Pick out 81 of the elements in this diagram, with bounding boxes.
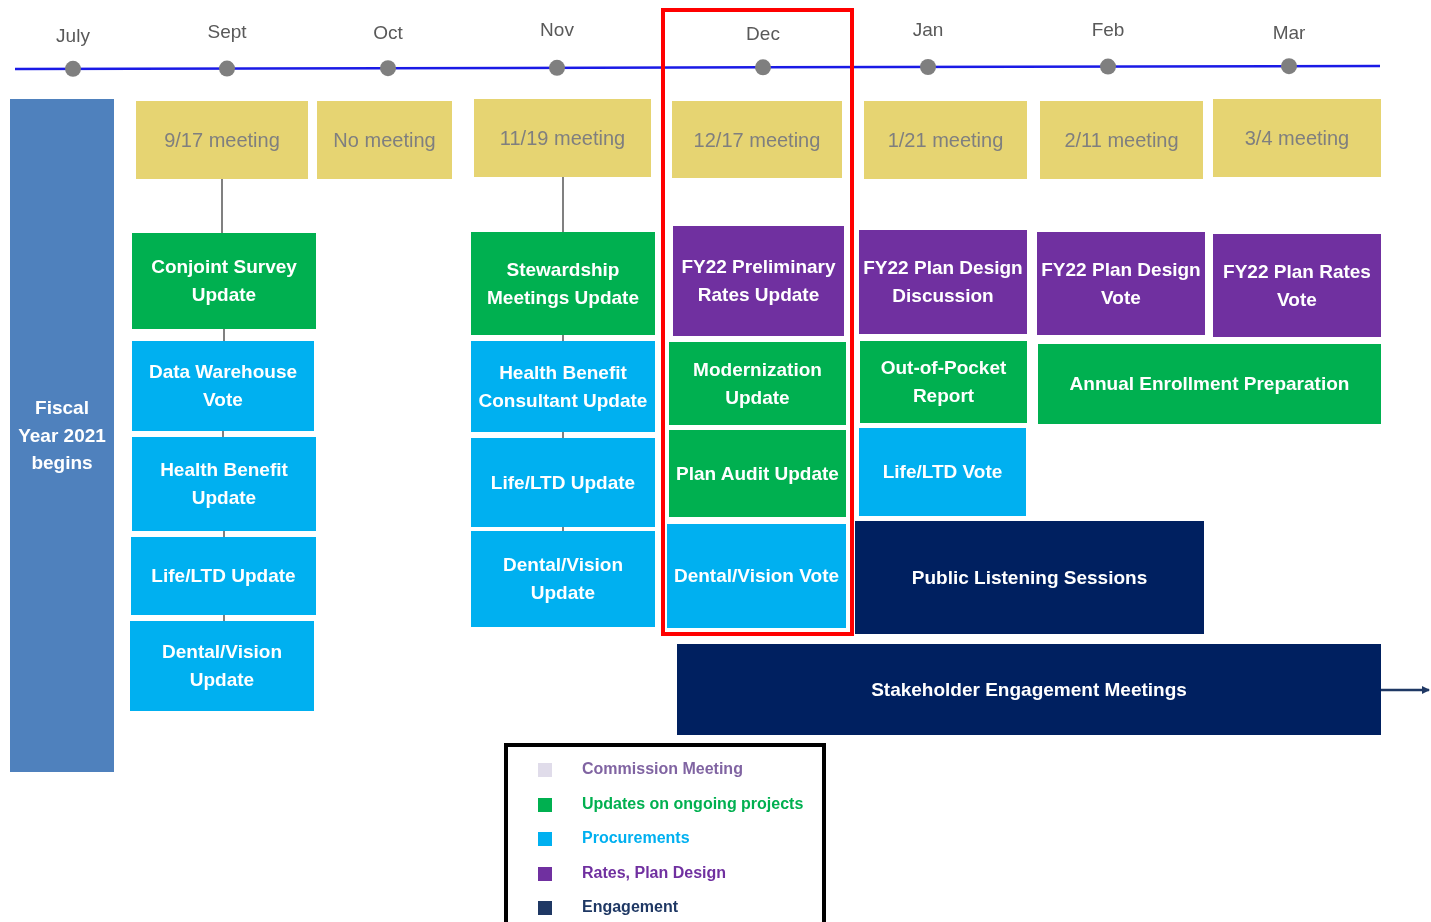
update-box <box>1038 344 1381 424</box>
update-box <box>860 341 1027 423</box>
box-text: FY22 Preliminary Rates Update <box>680 255 837 307</box>
legend-label: Commission Meeting <box>582 760 743 778</box>
engagement-box <box>677 644 1381 735</box>
box-text: 3/4 meeting <box>1243 126 1351 151</box>
procurement-box <box>131 537 316 615</box>
box-text: FY22 Plan Design Discussion <box>863 256 1023 308</box>
box-text: Health Benefit Update <box>159 458 289 510</box>
box-text: Fiscal Year 2021 begins <box>17 396 107 476</box>
connector-line <box>223 328 225 342</box>
engagement-box <box>855 521 1204 634</box>
connector-line <box>223 614 225 622</box>
legend-label: Updates on ongoing projects <box>582 794 804 813</box>
box-text: Data Warehouse Vote <box>147 360 299 412</box>
box-text: FY22 Plan Design Vote <box>1041 257 1201 310</box>
month-label: Oct <box>373 22 403 44</box>
box-text: Stewardship Meetings Update <box>486 257 640 310</box>
connector-line <box>222 430 224 438</box>
connector-line <box>562 334 564 342</box>
box-text: Out-of-Pocket Report <box>879 356 1008 408</box>
arrow <box>1381 686 1430 694</box>
rates-box <box>1037 232 1205 335</box>
box-text: Modernization Update <box>692 357 823 410</box>
procurement-box <box>471 438 655 527</box>
procurement-box <box>667 524 846 628</box>
box-text: Dental/Vision Update <box>161 640 283 692</box>
meeting-box <box>1040 101 1203 179</box>
rates-box <box>859 230 1027 334</box>
connector-line <box>562 431 564 439</box>
month-label: Dec <box>746 23 780 45</box>
box-text: Health Benefit Consultant Update <box>477 360 649 413</box>
procurement-box <box>471 341 655 432</box>
month-label: Jan <box>912 19 944 41</box>
box-text: Annual Enrollment Preparation <box>1069 372 1350 397</box>
box-text: Life/LTD Update <box>490 470 636 495</box>
rates-box <box>673 226 844 336</box>
box-text: 9/17 meeting <box>163 128 281 153</box>
box-text: No meeting <box>332 128 437 153</box>
fiscal-year-band <box>10 99 114 772</box>
procurement-box <box>471 531 655 627</box>
procurement-box <box>130 621 314 711</box>
meeting-box <box>136 101 308 179</box>
rates-box <box>1213 234 1381 337</box>
procurement-box <box>132 341 314 431</box>
box-text: 2/11 meeting <box>1063 128 1180 153</box>
box-text: Life/LTD Update <box>151 564 296 589</box>
procurement-box <box>859 428 1026 516</box>
update-box <box>471 232 655 335</box>
box-text: 11/19 meeting <box>498 126 627 151</box>
box-text: Plan Audit Update <box>676 461 839 486</box>
connector-line <box>221 178 223 234</box>
meeting-box <box>672 101 842 178</box>
legend-label: Procurements <box>582 829 690 847</box>
update-box <box>669 430 846 517</box>
connector-line <box>223 530 225 538</box>
box-text: Dental/Vision Vote <box>673 564 840 589</box>
procurement-box <box>132 437 316 531</box>
month-label: Sept <box>207 21 247 43</box>
month-label: Nov <box>540 19 574 41</box>
box-text: Life/LTD Vote <box>882 460 1003 485</box>
meeting-box <box>864 101 1027 179</box>
box-text: FY22 Plan Rates Vote <box>1222 259 1372 312</box>
box-text: 1/21 meeting <box>886 128 1005 153</box>
meeting-box <box>474 99 651 177</box>
meeting-box <box>1213 99 1381 177</box>
month-label: Mar <box>1272 22 1306 44</box>
legend-label: Rates, Plan Design <box>582 863 727 882</box>
box-text: Conjoint Survey Update <box>150 255 298 307</box>
update-box <box>669 342 846 425</box>
box-text: Stakeholder Engagement Meetings <box>871 677 1187 702</box>
update-box <box>132 233 316 329</box>
month-label: July <box>56 25 90 47</box>
meeting-box <box>317 101 452 179</box>
connector-line <box>562 176 564 233</box>
month-label: Feb <box>1091 19 1125 41</box>
box-text: Public Listening Sessions <box>911 565 1148 590</box>
box-text: 12/17 meeting <box>692 127 822 153</box>
connector-line <box>562 526 564 532</box>
legend-label: Engagement <box>582 898 678 916</box>
box-text: Dental/Vision Update <box>502 553 624 605</box>
